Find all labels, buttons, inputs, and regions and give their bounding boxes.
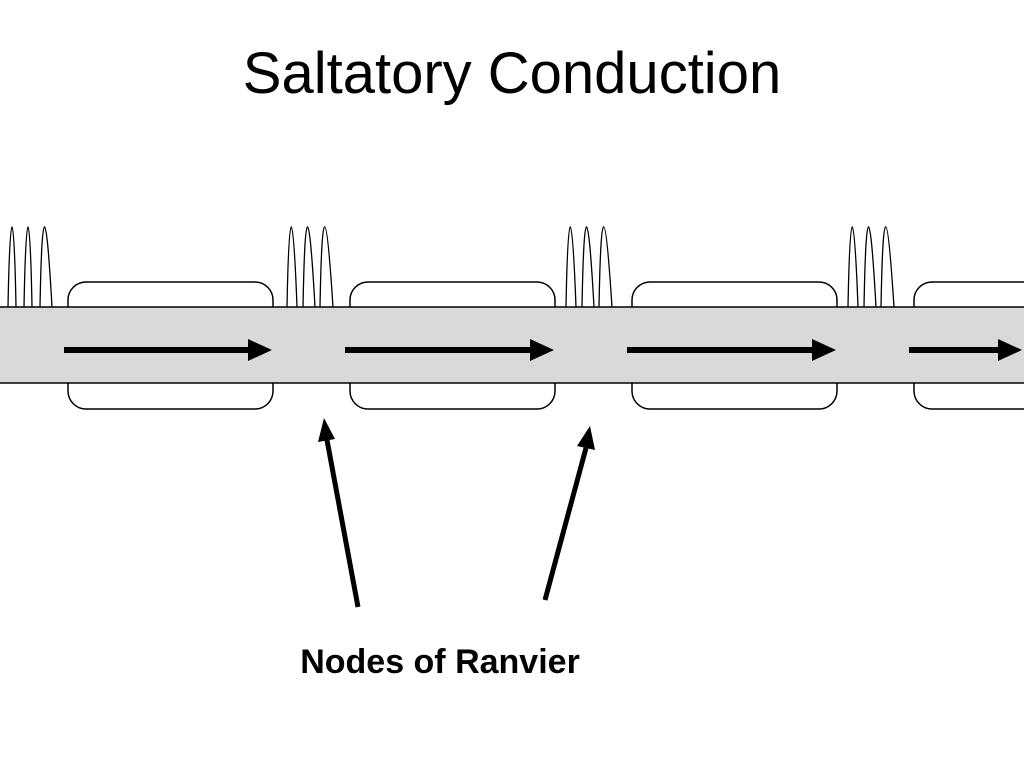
conduction-arrows: [64, 339, 1022, 361]
conduction-arrow: [345, 339, 554, 361]
nodes-of-ranvier-label: Nodes of Ranvier: [300, 643, 580, 681]
spike-group-node-3: [565, 226, 613, 308]
spike-group-node-2: [286, 226, 334, 308]
spike-group-node-1: [7, 226, 53, 308]
callout-arrows: [318, 418, 595, 608]
axon: [0, 306, 1024, 384]
conduction-arrow: [64, 339, 272, 361]
action-potential-spikes: [7, 226, 895, 308]
spike-group-node-4: [847, 226, 895, 308]
conduction-arrow: [909, 339, 1022, 361]
callout-arrow-left: [318, 418, 361, 608]
slide-title: Saltatory Conduction: [242, 41, 782, 106]
conduction-arrow: [627, 339, 836, 361]
callout-arrow-right: [542, 426, 595, 601]
